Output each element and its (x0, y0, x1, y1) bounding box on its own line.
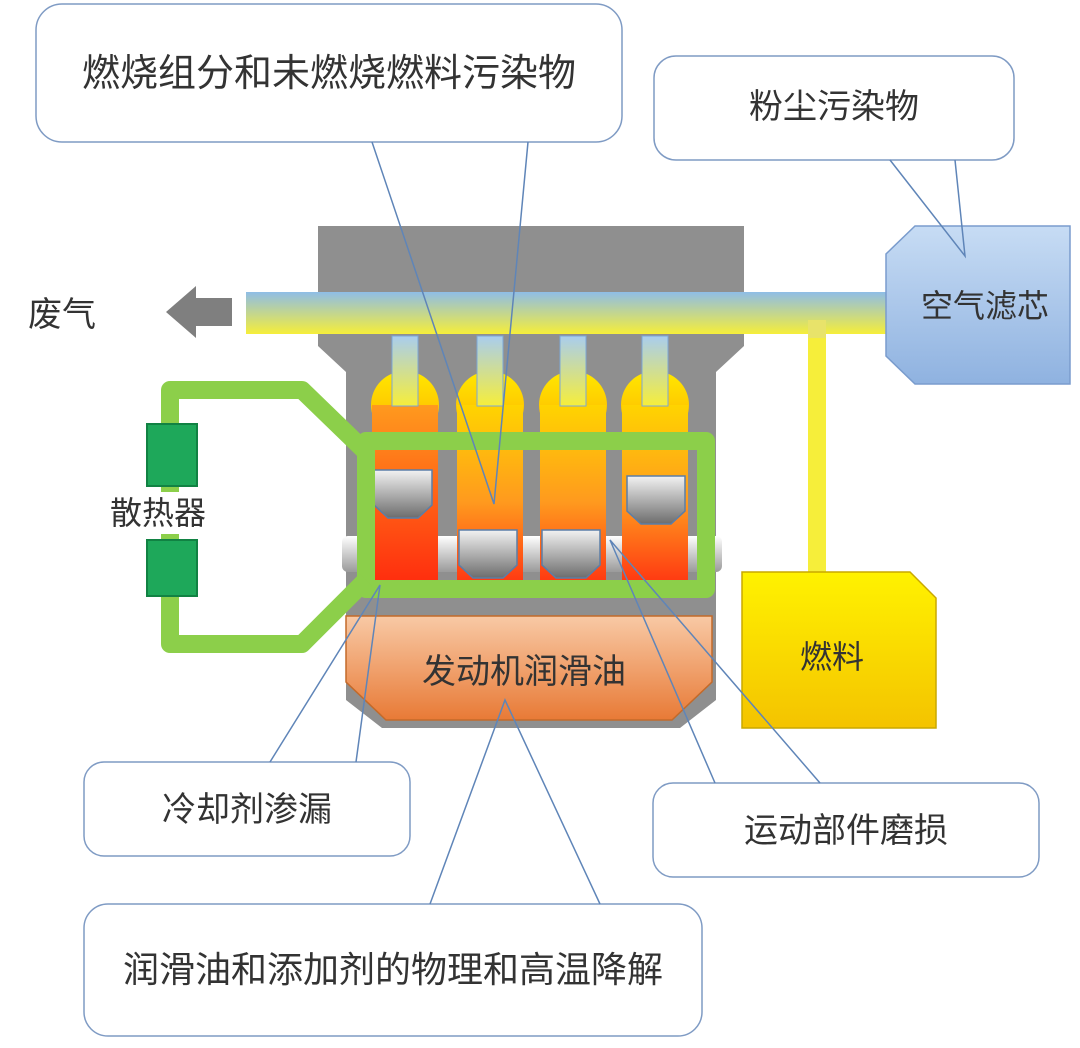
fuel-label: 燃料 (800, 638, 864, 676)
engine-oil-sump (345, 615, 713, 721)
exhaust-arrow (166, 286, 232, 338)
dust-pollutants-label: 粉尘污染物 (749, 87, 919, 127)
exhaust-label: 废气 (28, 295, 96, 335)
fuel-tank (741, 571, 937, 729)
air-filter-label: 空气滤芯 (921, 287, 1049, 325)
radiator (110, 423, 234, 597)
air-pipes (246, 292, 886, 572)
callout-pointers (269, 141, 967, 905)
moving-parts-wear-label: 运动部件磨损 (744, 811, 948, 851)
coolant-leak-label: 冷却剂渗漏 (162, 790, 332, 830)
callout-boxes (35, 3, 1040, 1037)
engine-oil-label: 发动机润滑油 (422, 652, 626, 692)
combustion-pollutants-label: 燃烧组分和未燃烧燃料污染物 (82, 51, 576, 95)
air-filter (885, 225, 1071, 385)
radiator-label: 散热器 (110, 494, 206, 532)
oil-degradation-label: 润滑油和添加剂的物理和高温降解 (123, 950, 663, 991)
